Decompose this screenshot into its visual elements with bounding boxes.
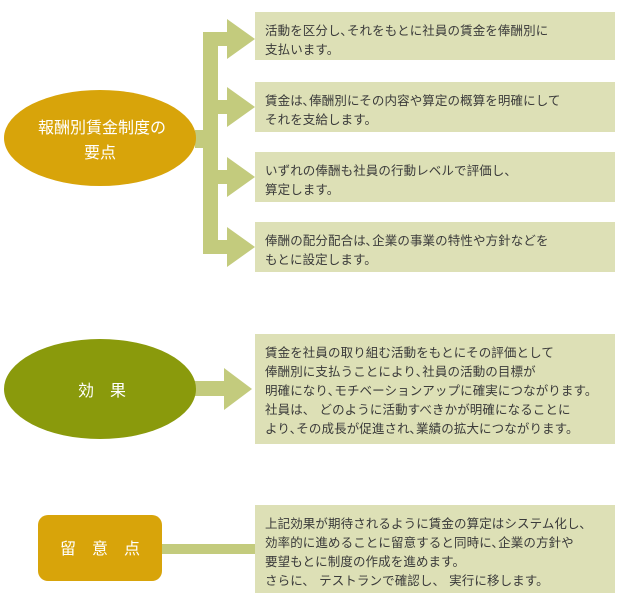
section1-connectors: [195, 19, 255, 267]
connector-branch-1: [203, 32, 229, 46]
arrow-4: [227, 227, 255, 267]
connector-trunk: [203, 32, 218, 254]
section2-title: 効 果: [78, 381, 126, 400]
section1-item-4: 俸酬の配分配合は､企業の事業の特性や方針などを もとに設定します。: [255, 222, 615, 272]
connector-bar: [192, 381, 226, 396]
section3-text: 上記効果が期待されるように賃金の算定はシステム化し､ 効率的に進めることに留意す…: [255, 505, 615, 593]
arrow-2: [227, 87, 255, 127]
section1-title-line2: 要点: [84, 143, 116, 162]
section1-item-3: いずれの俸酬も社員の行動レベルで評価し、 算定します。: [255, 152, 615, 202]
connector-branch-2: [203, 100, 229, 114]
section2-text: 賃金を社員の取り組む活動をもとにその評価として 俸酬別に支払うことにより､社員の…: [255, 334, 615, 444]
connector-branch-3: [203, 170, 229, 184]
section1-node: [4, 90, 196, 186]
section2-connector: [192, 368, 252, 410]
arrow-5: [224, 368, 252, 410]
arrow-1: [227, 19, 255, 59]
section3-node: [38, 515, 162, 581]
section1-item-2: 賃金は､俸酬別にその内容や算定の概算を明確にして それを支給します。: [255, 82, 615, 132]
section1-item-1: 活動を区分し､それをもとに社員の賃金を俸酬別に 支払います。: [255, 12, 615, 60]
section3-connector: [160, 544, 255, 554]
section1-title-line1: 報酬別賃金制度の: [38, 118, 166, 137]
connector-branch-4: [203, 240, 229, 254]
section2-node: [4, 339, 196, 439]
arrow-3: [227, 157, 255, 197]
section3-title: 留 意 点: [60, 539, 140, 558]
